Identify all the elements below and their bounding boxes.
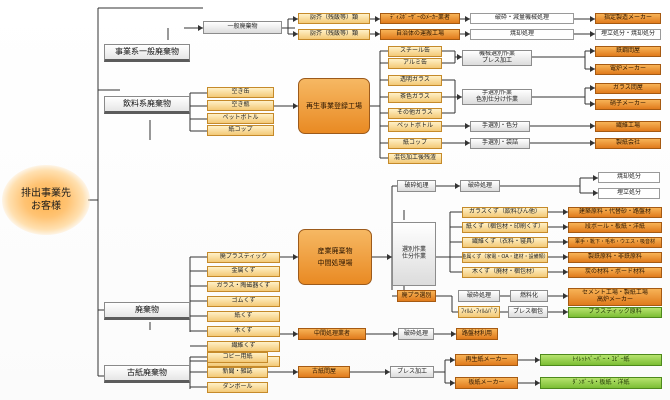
waste-material-4: 金属くず（家電・OA・建材・設備類）	[462, 252, 548, 263]
waste-film: ﾌｨﾙﾑ･ﾌｨﾙﾑﾊﾟﾜ	[458, 306, 500, 318]
proc-metal-line2: プレス加工	[481, 57, 512, 64]
paper-item-3: ダンボール	[207, 382, 268, 393]
waste-item-4: ゴムくず	[207, 296, 280, 307]
waste-center-line1: 産業廃棄物	[317, 246, 353, 255]
beverage-output-4: 茶色ガラス	[388, 92, 442, 103]
proc-glass-line2: 色別仕分け作業	[475, 96, 518, 103]
category-beverage: 飲料系廃棄物	[104, 96, 190, 114]
concrete-crush: 破砕処理	[398, 328, 434, 340]
paper-item-2: 新聞・雑誌	[207, 367, 268, 378]
waste-crush-3: 破砕処理	[458, 290, 500, 302]
waste-sort: 選別作業 仕分作業	[392, 222, 436, 286]
concrete-recycled: 路盤材利用	[456, 328, 498, 340]
waste-material-5: 木くず（廃材・梱包材）	[462, 267, 548, 278]
general-source-2: 厨芥（残飯等）類	[298, 29, 370, 40]
general-item: 一般廃棄物	[203, 21, 282, 34]
waste-use-3: 軍手・靴下・毛布・ウエス・吸音材	[568, 237, 662, 248]
general-process-2: 焼却処理	[470, 29, 574, 40]
beverage-output-3: 透明ガラス	[388, 75, 442, 86]
waste-item-5: 紙くず	[207, 311, 280, 322]
waste-item-6: 木くず	[207, 326, 280, 337]
waste-item-7: 繊維くず	[207, 341, 280, 352]
waste-cement: セメント工場・製紙工場 高炉メーカー	[568, 288, 662, 306]
root-line2: お客様	[31, 201, 61, 212]
waste-disposal-2: 埋立処分	[598, 188, 660, 199]
waste-crush-1: 破砕処理	[397, 180, 436, 192]
waste-press: プレス梱包	[508, 306, 548, 318]
general-source-1: 厨芥（残飯等）類	[298, 13, 370, 24]
waste-fuel: 燃料化	[510, 290, 548, 302]
paper-item-1: コピー用紙	[207, 352, 268, 363]
waste-use-2: 段ボール・板紙・洋紙	[568, 222, 662, 233]
beverage-process-pet: 手選別・色分	[470, 121, 530, 132]
root-customer: 排出事業先お客様	[2, 165, 90, 235]
general-dest-2: 自治体の運搬工場	[380, 29, 460, 40]
beverage-output-8: 混包加工後残渣	[388, 153, 442, 164]
beverage-process-metal: 機械選別作業 プレス加工	[462, 50, 532, 66]
waste-sort-line1: 選別作業	[401, 246, 426, 254]
category-waste: 廃棄物	[104, 302, 190, 320]
root-line1: 排出事業先	[21, 188, 71, 199]
waste-item-2: 金属くず	[207, 266, 280, 277]
waste-disposal-1: 焼却処分	[598, 172, 660, 183]
beverage-output-1: スチール缶	[388, 46, 442, 57]
general-final-2: 埋立処分・焼却処分	[595, 29, 661, 40]
beverage-output-6: ペットボトル	[388, 121, 442, 132]
proc-metal-line1: 機械選別作業	[478, 50, 515, 58]
beverage-final-2: 電炉メーカー	[595, 64, 661, 75]
category-paper: 古紙廃棄物	[104, 365, 190, 383]
general-process-1: 破砕・減量機械処理	[470, 13, 574, 24]
beverage-item-3: ペットボトル	[207, 113, 274, 124]
general-final-1: 指定製造メーカー	[595, 13, 661, 24]
beverage-final-3: ガラス問屋	[595, 83, 661, 94]
waste-material-1: ガラスくず（飲料びん他）	[462, 207, 548, 218]
waste-cement-line2: 高炉メーカー	[596, 296, 633, 303]
waste-use-4: 製鉄原料・非鉄原料	[568, 252, 662, 263]
waste-material-3: 繊維くず（衣料・寝具）	[462, 237, 548, 248]
beverage-item-1: 空き缶	[207, 87, 274, 98]
waste-plastic-raw: プラスティック原料	[568, 307, 662, 318]
general-dest-1: ﾃﾞｨｽﾎﾟｰｻﾞｰのﾒｰｶｰ業者	[380, 13, 460, 24]
beverage-final-6: 製紙会社	[595, 138, 661, 149]
beverage-final-4: 硝子メーカー	[595, 99, 661, 110]
beverage-output-5: その他ガラス	[388, 108, 442, 119]
paper-maker-2: 板紙メーカー	[455, 377, 518, 389]
beverage-final-1: 鉄鋼問屋	[595, 46, 661, 57]
beverage-output-2: アルミ缶	[388, 58, 442, 69]
beverage-final-5: 繊維工場	[595, 121, 661, 132]
proc-glass-line1: 手選別作業	[481, 89, 512, 97]
paper-use-1: ﾄｲﾚｯﾄﾍﾟｰﾊﾟｰ・ｺﾋﾟｰ紙	[540, 354, 662, 366]
concrete-processor: 中間処理業者	[298, 328, 366, 340]
waste-item-3: ガラス・陶磁器くず	[207, 281, 280, 292]
paper-use-2: ﾀﾞﾝﾎﾞｰﾙ・板紙・洋紙	[540, 377, 662, 389]
beverage-center: 再生事業登録工場	[298, 78, 370, 134]
waste-material-2: 紙くず（梱包材・印刷くず）	[462, 222, 548, 233]
waste-sort-line2: 仕分作業	[401, 253, 426, 260]
paper-maker-1: 再生紙メーカー	[455, 354, 518, 366]
waste-center-line2: 中間処理場	[317, 259, 353, 267]
waste-center: 産業廃棄物 中間処理場	[298, 229, 372, 285]
category-general: 事業系一般廃棄物	[104, 44, 190, 62]
paper-center: 古紙問屋	[298, 366, 350, 378]
waste-cement-line1: セメント工場・製紙工場	[582, 289, 648, 297]
beverage-process-glass: 手選別作業 色別仕分け作業	[462, 89, 532, 105]
waste-crush-2: 破砕処理	[460, 180, 500, 192]
beverage-item-2: 空き瓶	[207, 100, 274, 111]
beverage-process-cup: 手選別・袋詰	[470, 138, 530, 149]
paper-press: プレス加工	[390, 366, 434, 378]
beverage-output-7: 紙コップ	[388, 138, 442, 149]
waste-item-1: 廃プラスティック	[207, 252, 280, 263]
waste-use-1: 建築原料・代替砂・路盤材	[568, 207, 662, 218]
waste-plastic-sort: 廃プラ選別	[397, 290, 436, 302]
waste-use-5: 炭の材料・ボード材料	[568, 267, 662, 278]
beverage-item-4: 紙コップ	[207, 125, 274, 136]
